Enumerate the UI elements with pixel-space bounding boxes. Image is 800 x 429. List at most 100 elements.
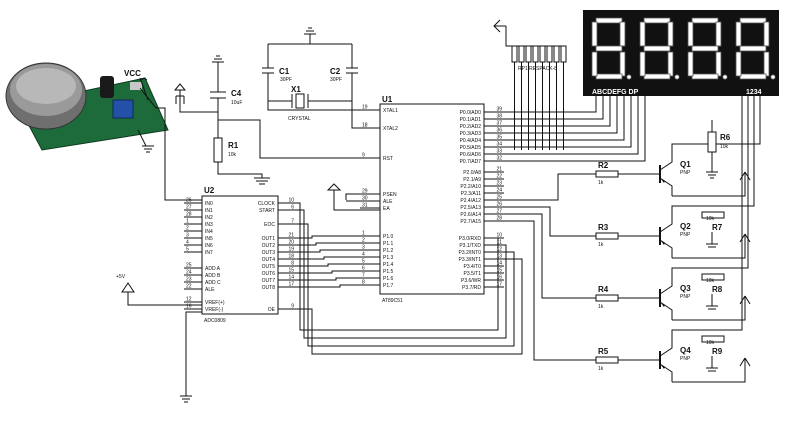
digit-segment [691, 17, 719, 24]
u2-pin-number: 5 [186, 247, 189, 253]
c2-value: 30PF [330, 77, 342, 83]
u1-pin-name: P0.2/AD2 [460, 124, 482, 130]
x1-ref: X1 [291, 85, 301, 94]
digit-segment [667, 51, 674, 77]
u1-pin-number: 33 [496, 149, 502, 155]
base-resistor-value: 1k [598, 304, 604, 310]
digit-segment [763, 21, 770, 47]
u2-pin-name: OUT8 [262, 285, 276, 291]
u1-pin-name: P1.3 [383, 255, 394, 261]
u1-pin-name: XTAL2 [383, 126, 398, 132]
load-resistor-value: 10k [706, 340, 715, 346]
driver-base-wire [504, 206, 596, 237]
u1-pin-number: 26 [496, 202, 502, 208]
u1-pin-number: 16 [496, 275, 502, 281]
emitter-wire [672, 234, 746, 259]
digit-segment [715, 51, 722, 77]
load-resistor-ref: R9 [712, 347, 723, 356]
load-resistor-ref: R8 [712, 285, 723, 294]
resistor-network: RP1 RESPACK-8 [493, 19, 567, 150]
u1-pin-name: P1.6 [383, 276, 394, 282]
transistor-type: PNP [680, 170, 691, 176]
collector-wire [671, 96, 755, 212]
u1-pin-number: 18 [362, 123, 368, 129]
u1-pin-name: P1.7 [383, 283, 394, 289]
u1-pin-name: P2.3/A11 [461, 191, 481, 197]
c4-value: 10uF [231, 100, 242, 106]
u1-pin-number: 10 [496, 233, 502, 239]
transistor-ref: Q1 [680, 160, 691, 169]
ground-icon [706, 232, 718, 248]
transistor-arrow [661, 303, 665, 307]
at89c51-chip [379, 103, 485, 295]
u1-pin-number: 27 [496, 209, 502, 215]
u1-pin-number: 8 [362, 280, 365, 286]
u2-pin-number: 21 [288, 233, 294, 239]
u1-pin-number: 24 [496, 188, 502, 194]
digit-segment [763, 51, 770, 77]
u1-pin-name: P1.4 [383, 262, 394, 268]
u2-pin-name: OUT2 [262, 243, 276, 249]
u1-pin-number: 30 [362, 196, 368, 202]
transistor-leads [659, 336, 673, 382]
base-resistor-value: 1k [598, 242, 604, 248]
u1-pin-number: 7 [362, 273, 365, 279]
u2-pin-name: IN6 [205, 243, 213, 249]
u1-pin-name: P3.0/RXD [459, 236, 482, 242]
r1-ref: R1 [228, 141, 239, 150]
u2-pin-number: 1 [186, 219, 189, 225]
u2-pin-name: ADD C [205, 280, 221, 286]
respack-resistor [525, 45, 532, 63]
x1-value: CRYSTAL [288, 116, 311, 122]
transistor-ref: Q2 [680, 222, 691, 231]
c1-ref: C1 [279, 67, 290, 76]
u2-pin-name: VREF(+) [205, 300, 225, 306]
u1-pin-name: P0.0/AD0 [460, 110, 482, 116]
transistor-type: PNP [680, 294, 691, 300]
digit-segment [643, 73, 671, 80]
emitter-wire [672, 296, 746, 321]
u1-right-pins: 39P0.0/AD038P0.1/AD137P0.2/AD236P0.3/AD3… [458, 107, 504, 291]
adc-data-wire [296, 235, 360, 239]
crystal-circuit: C1 30PF C2 30PF X1 CRYSTAL [262, 27, 360, 129]
base-resistor-ref: R4 [598, 285, 609, 294]
display-digit-label: 1234 [746, 89, 762, 96]
ale-wire [345, 193, 360, 202]
adc-data-wire [296, 284, 360, 288]
u1-pin-number: 39 [496, 107, 502, 113]
u1-pin-name: P2.5/A13 [460, 205, 481, 211]
u1-pin-name: P0.3/AD3 [460, 131, 482, 137]
u1-pin-number: 3 [362, 245, 365, 251]
digit-segment [619, 21, 626, 47]
base-resistor [595, 294, 619, 302]
digit-segment [739, 45, 767, 52]
u2-pin-number: 23 [186, 277, 192, 283]
gas-sensor-module: VCC [5, 62, 169, 151]
respack-resistor [560, 45, 567, 63]
r1-value: 10k [228, 152, 237, 158]
adc-control-wire [296, 223, 515, 347]
c1-value: 30PF [280, 77, 292, 83]
base-resistor [595, 232, 619, 240]
segment-wire [540, 96, 597, 113]
transistor-arrow [661, 241, 665, 245]
u1-pin-number: 5 [362, 259, 365, 265]
digit-segment [595, 73, 623, 80]
base-resistor-value: 1k [598, 366, 604, 372]
base-resistor-ref: R5 [598, 347, 609, 356]
load-resistor-value: 10k [706, 278, 715, 284]
u2-pin-name: OUT4 [262, 257, 276, 263]
segment-wire [540, 96, 618, 134]
u2-pin-name: START [259, 208, 275, 214]
c2-ref: C2 [330, 67, 341, 76]
u2-pin-number: 9 [291, 304, 294, 310]
u1-pin-name: P0.4/AD4 [460, 138, 482, 144]
u2-pin-number: 20 [288, 240, 294, 246]
u1-pin-number: 13 [496, 254, 502, 260]
segment-wire [540, 96, 604, 120]
display-seg-label: ABCDEFG DP [592, 89, 639, 96]
u1-pin-number: 23 [496, 181, 502, 187]
collector-wire [671, 96, 743, 336]
u1-pin-name: P2.6/A14 [460, 212, 481, 218]
u1-pin-number: 35 [496, 135, 502, 141]
